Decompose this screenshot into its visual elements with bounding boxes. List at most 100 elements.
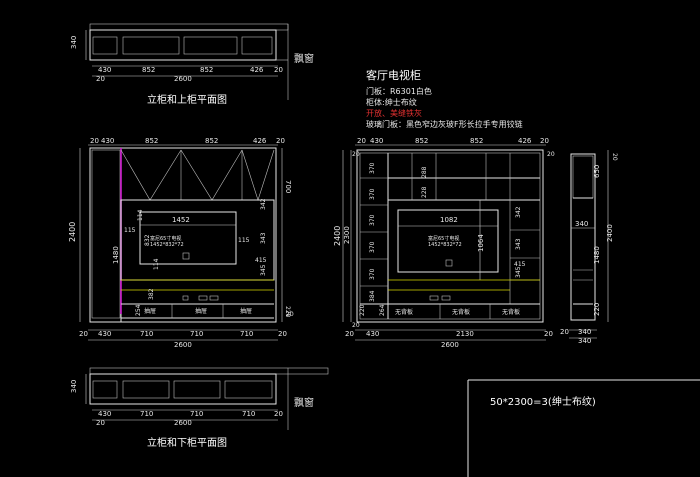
svg-text:430: 430 [370, 137, 383, 145]
svg-text:345: 345 [515, 266, 522, 278]
bottom-plan-depth: 340 [70, 380, 78, 393]
svg-text:20: 20 [276, 137, 285, 145]
svg-text:114: 114 [153, 258, 160, 270]
top-plan-total: 2600 [174, 75, 192, 83]
bottom-plan-cell [92, 380, 118, 399]
svg-text:415: 415 [514, 261, 526, 268]
mid-elev-height-b: 2300 [343, 226, 351, 244]
bottom-plan-countertop [89, 367, 329, 375]
svg-text:20: 20 [274, 410, 283, 418]
left-elev-tall-column [91, 149, 121, 319]
svg-text:抽屉: 抽屉 [195, 307, 207, 315]
bottom-plan-window: 飘窗 [294, 396, 314, 409]
svg-text:288: 288 [421, 166, 428, 178]
svg-text:1452*832*72: 1452*832*72 [428, 242, 462, 248]
svg-text:114: 114 [137, 209, 144, 221]
svg-text:抽屉: 抽屉 [144, 307, 156, 315]
svg-text:852: 852 [415, 137, 428, 145]
svg-text:343: 343 [515, 238, 522, 250]
svg-text:415: 415 [255, 257, 267, 264]
svg-text:无背板: 无背板 [502, 308, 520, 316]
top-plan-depth: 340 [70, 36, 78, 49]
svg-text:340: 340 [578, 328, 591, 336]
top-plan-cell [183, 36, 238, 55]
svg-text:20: 20 [540, 137, 549, 145]
top-plan-w4: 426 [250, 66, 264, 74]
svg-text:1452*832*72: 1452*832*72 [150, 242, 184, 248]
side-elev-height: 2400 [606, 224, 614, 242]
svg-text:20: 20 [611, 153, 618, 161]
top-plan-cell [241, 36, 273, 55]
svg-text:342: 342 [515, 206, 522, 218]
bottom-plan-cell [224, 380, 273, 399]
side-elevation: 340 20 650 2400 1480 220 20 340 340 [560, 150, 618, 345]
svg-text:852: 852 [205, 137, 218, 145]
svg-text:20: 20 [274, 66, 283, 74]
svg-text:20: 20 [79, 330, 88, 338]
svg-text:20: 20 [345, 330, 354, 338]
middle-elevation: 20 430 852 852 426 20 富尼65寸电视 1452*832*7… [333, 137, 555, 349]
svg-text:710: 710 [190, 330, 203, 338]
svg-text:20: 20 [96, 419, 105, 427]
svg-text:430: 430 [101, 137, 114, 145]
svg-text:370: 370 [369, 241, 376, 253]
side-elev-frame [570, 153, 596, 321]
bottom-plan-caption: 立柜和下柜平面图 [147, 436, 227, 449]
top-plan-w3: 852 [200, 66, 213, 74]
bottom-plan-cell [122, 380, 170, 399]
left-elevation: 20 430 852 852 426 20 富尼65寸电视 1452*832*7… [68, 137, 294, 349]
svg-text:852: 852 [145, 137, 158, 145]
svg-text:832: 832 [144, 234, 151, 246]
top-plan: 340 430 852 852 426 20 20 2600 飘窗 立柜和上柜平… [70, 23, 314, 106]
svg-text:1480: 1480 [112, 246, 120, 264]
svg-text:650: 650 [593, 165, 601, 178]
svg-text:700: 700 [284, 180, 292, 193]
left-elev-total: 2600 [174, 341, 192, 349]
svg-text:430: 430 [366, 330, 379, 338]
mid-elev-frame [356, 149, 544, 323]
top-plan-cell [92, 36, 118, 55]
top-plan-window: 飘窗 [294, 52, 314, 65]
svg-text:370: 370 [369, 214, 376, 226]
svg-text:710: 710 [240, 330, 253, 338]
svg-text:430: 430 [98, 410, 111, 418]
svg-text:20: 20 [90, 137, 99, 145]
spec-glass: 玻璃门板：黑色窄边灰玻F形长拉手专用铰链 [366, 119, 523, 129]
svg-text:430: 430 [98, 330, 111, 338]
note-box: 50*2300=3(绅士布纹) [467, 379, 700, 477]
svg-text:20: 20 [96, 75, 105, 83]
svg-text:710: 710 [140, 410, 153, 418]
mid-elev-total: 2600 [441, 341, 459, 349]
bottom-plan-total: 2600 [174, 419, 192, 427]
svg-text:710: 710 [140, 330, 153, 338]
svg-text:426: 426 [253, 137, 267, 145]
svg-text:384: 384 [369, 290, 376, 302]
svg-text:710: 710 [190, 410, 203, 418]
mid-elev-inner-width: 2130 [456, 330, 474, 338]
left-elev-tv [139, 211, 237, 265]
side-elev-width: 340 [575, 220, 588, 228]
svg-text:343: 343 [260, 232, 267, 244]
top-plan-w2: 852 [142, 66, 155, 74]
svg-text:852: 852 [470, 137, 483, 145]
left-elev-height: 2400 [68, 222, 77, 242]
top-plan-countertop [89, 23, 289, 31]
spec-door: 门板：R6301白色 [366, 86, 432, 96]
svg-text:20: 20 [560, 328, 569, 336]
top-plan-caption: 立柜和上柜平面图 [147, 93, 227, 106]
svg-text:370: 370 [369, 162, 376, 174]
svg-text:富尼65寸电视: 富尼65寸电视 [428, 235, 459, 242]
svg-text:富尼65寸电视: 富尼65寸电视 [150, 235, 181, 242]
bottom-plan: 340 430 710 710 710 20 20 2600 飘窗 立柜和下柜平… [70, 367, 329, 449]
left-elev-tv-width: 1452 [172, 216, 190, 224]
bottom-plan-cell [173, 380, 221, 399]
note-text: 50*2300=3(绅士布纹) [490, 395, 596, 408]
left-elev-frame [89, 147, 277, 323]
spec-block: 客厅电视柜 门板：R6301白色 柜体:绅士布纹 开放、美缝铁灰 玻璃门板：黑色… [366, 68, 523, 129]
mid-elev-tv [397, 209, 499, 273]
svg-text:115: 115 [238, 237, 250, 244]
svg-text:382: 382 [148, 288, 155, 300]
top-plan-w1: 430 [98, 66, 111, 74]
